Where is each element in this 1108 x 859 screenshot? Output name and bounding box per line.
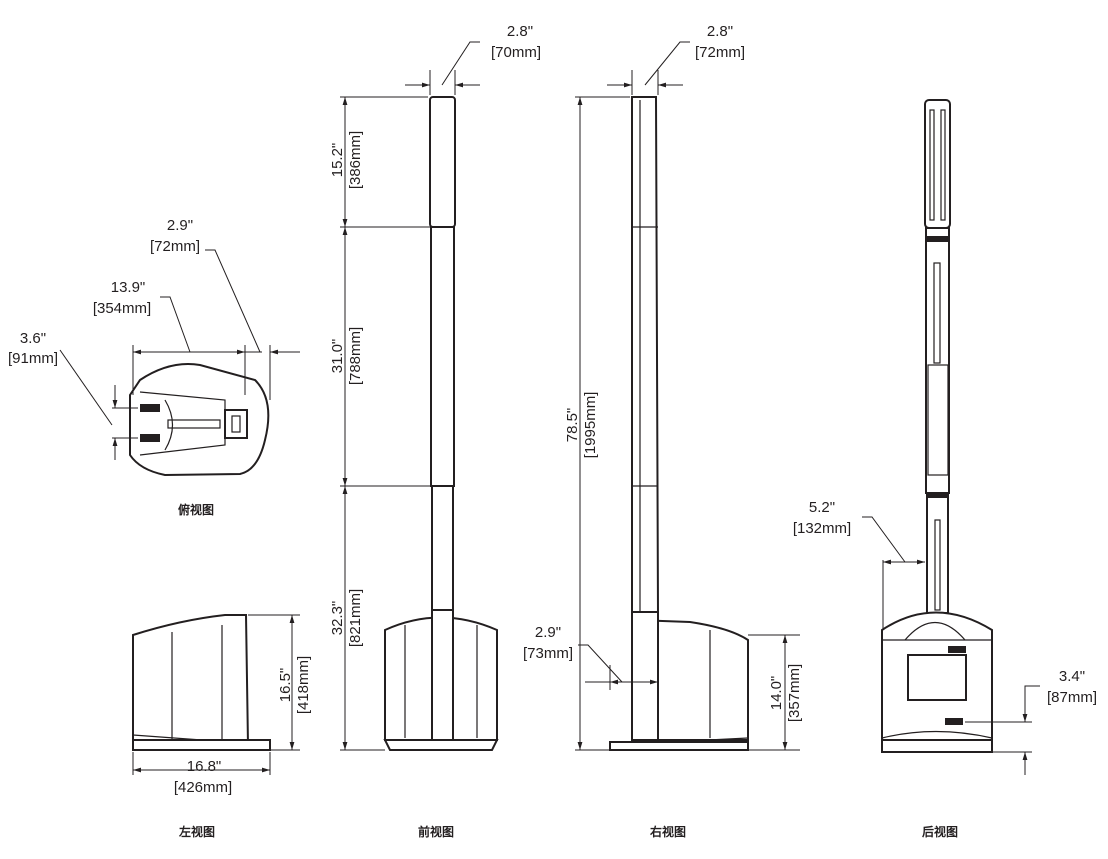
right-view: 2.8" [72mm] 78.5" [1995mm] 2.9" [73mm] 1… [523, 23, 803, 839]
dim-front-bottom-mm: [821mm] [347, 589, 364, 647]
dim-right-height-mm: [1995mm] [582, 392, 599, 459]
front-view: 2.8" [70mm] 15.2" [386mm] 31.0" [788mm] … [329, 23, 541, 839]
dim-top-width-mm: [72mm] [150, 238, 200, 255]
dim-left-height-in: 16.5" [277, 668, 294, 703]
caption-top-view: 俯视图 [178, 502, 214, 517]
dim-right-height-in: 78.5" [564, 408, 581, 443]
dim-back-column-in: 5.2" [809, 499, 835, 516]
dim-back-connector-mm: [87mm] [1047, 689, 1097, 706]
caption-left-view: 左视图 [178, 824, 215, 839]
left-view: 16.5" [418mm] 16.8" [426mm] 左视图 [132, 614, 312, 839]
dim-right-base-mm: [357mm] [786, 664, 803, 722]
dim-front-mid-in: 31.0" [329, 339, 346, 374]
dim-back-column-mm: [132mm] [793, 520, 851, 537]
dim-front-top-mm: [386mm] [347, 131, 364, 189]
dim-front-width-mm: [70mm] [491, 44, 541, 61]
caption-right-view: 右视图 [649, 824, 686, 839]
caption-front-view: 前视图 [418, 824, 454, 839]
dim-top-length-in: 13.9" [111, 279, 146, 296]
dim-front-width-in: 2.8" [507, 23, 533, 40]
dim-left-depth-in: 16.8" [187, 758, 222, 775]
dim-top-depth-in: 3.6" [20, 330, 46, 347]
dim-right-column-in: 2.9" [535, 624, 561, 641]
dim-right-column-mm: [73mm] [523, 645, 573, 662]
dim-top-length-mm: [354mm] [93, 300, 151, 317]
dim-top-width-in: 2.9" [167, 217, 193, 234]
dim-right-base-in: 14.0" [768, 676, 785, 711]
dim-front-bottom-in: 32.3" [329, 601, 346, 636]
dim-front-top-in: 15.2" [329, 143, 346, 178]
dim-back-connector-in: 3.4" [1059, 668, 1085, 685]
dim-right-width-mm: [72mm] [695, 44, 745, 61]
dim-top-depth-mm: [91mm] [8, 350, 58, 367]
dim-right-width-in: 2.8" [707, 23, 733, 40]
dim-front-mid-mm: [788mm] [347, 327, 364, 385]
dim-left-depth-mm: [426mm] [174, 779, 232, 796]
caption-back-view: 后视图 [922, 824, 958, 839]
top-view: 2.9" [72mm] 13.9" [354mm] 3.6" [91mm] 俯视… [8, 217, 300, 517]
dim-left-height-mm: [418mm] [295, 656, 312, 714]
back-view: 5.2" [132mm] 3.4" [87mm] 后视图 [793, 99, 1097, 839]
